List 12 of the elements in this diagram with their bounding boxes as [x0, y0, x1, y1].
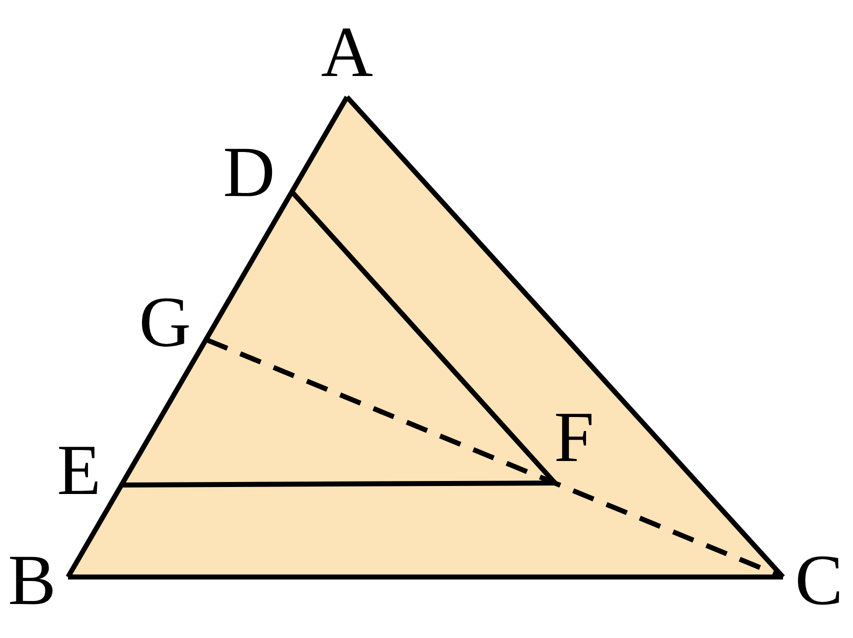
point-label: A — [321, 16, 373, 88]
point-label: G — [139, 286, 191, 358]
point-label: E — [57, 434, 101, 506]
line-segment — [66, 96, 350, 578]
line-segment — [68, 574, 783, 580]
point-label: F — [554, 401, 594, 473]
line-segment — [122, 480, 556, 488]
line-segment — [345, 95, 785, 579]
point-label: C — [794, 544, 844, 616]
point-label: D — [223, 136, 275, 208]
point-label: B — [8, 544, 56, 616]
dashed-line-segment — [206, 338, 784, 580]
